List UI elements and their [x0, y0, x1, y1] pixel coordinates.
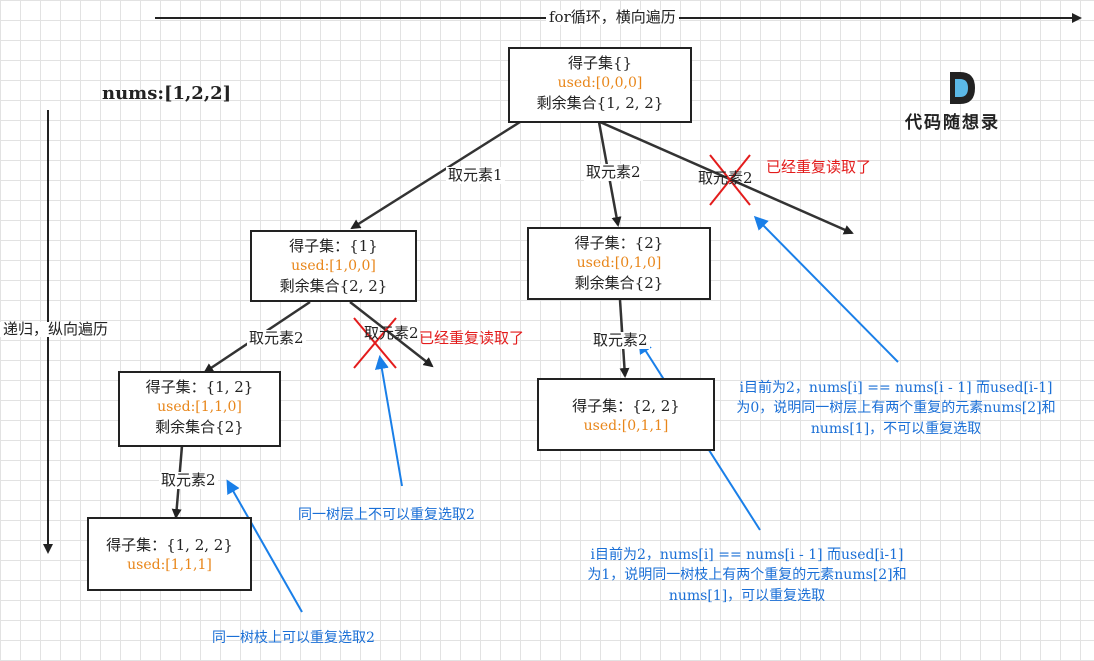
edge-label-take2-bottom: 取元素2: [159, 471, 218, 489]
node-subset-2-title: 得子集：{2}: [574, 234, 664, 252]
cross-mark-left: [353, 317, 397, 369]
edge-label-take2-dup-left: 取元素2: [364, 324, 419, 342]
node-subset-122-title: 得子集：{1, 2, 2}: [106, 536, 233, 554]
node-subset-2-remain: 剩余集合{2}: [574, 274, 664, 292]
node-subset-122-used: used:[1,1,1]: [127, 557, 212, 573]
logo-d-icon: [950, 72, 975, 104]
note-same-level: 同一树层上不可以重复选取2: [298, 507, 475, 523]
edge-label-take2-mid: 取元素2: [591, 331, 650, 349]
edge-label-take2-root: 取元素2: [584, 163, 643, 181]
vertical-axis-label: 递归，纵向遍历: [0, 322, 112, 337]
nums-label: nums:[1,2,2]: [102, 83, 232, 104]
node-subset-2-used: used:[0,1,0]: [576, 255, 662, 271]
node-subset-12: 得子集：{1, 2} used:[1,1,0] 剩余集合{2}: [118, 371, 281, 447]
logo: 代码随想录: [905, 70, 1025, 140]
node-subset-22-used: used:[0,1,1]: [583, 418, 669, 434]
note-same-branch: 同一树枝上可以重复选取2: [212, 630, 375, 646]
edge-label-take2-left: 取元素2: [247, 329, 306, 347]
note-level-explain: i目前为2，nums[i] == nums[i - 1] 而used[i-1] …: [736, 380, 1056, 437]
node-root-title: 得子集{}: [567, 54, 633, 72]
horizontal-axis-label: for循环，横向遍历: [546, 10, 679, 25]
dup-note-top: 已经重复读取了: [766, 158, 872, 176]
node-subset-2: 得子集：{2} used:[0,1,0] 剩余集合{2}: [527, 227, 711, 300]
node-subset-12-title: 得子集：{1, 2}: [145, 378, 254, 396]
node-root: 得子集{} used:[0,0,0] 剩余集合{1, 2, 2}: [508, 47, 692, 123]
node-subset-1: 得子集：{1} used:[1,0,0] 剩余集合{2, 2}: [250, 230, 417, 302]
node-subset-22-title: 得子集：{2, 2}: [572, 397, 680, 415]
blue-arrow-branch: [226, 479, 303, 613]
node-subset-1-remain: 剩余集合{2, 2}: [279, 277, 388, 295]
edge-root-to-1: [350, 120, 521, 230]
node-subset-12-used: used:[1,1,0]: [157, 399, 242, 415]
node-subset-1-used: used:[1,0,0]: [291, 258, 376, 274]
logo-mark: [947, 70, 977, 106]
node-subset-12-remain: 剩余集合{2}: [155, 418, 244, 436]
node-subset-122: 得子集：{1, 2, 2} used:[1,1,1]: [87, 517, 252, 591]
node-root-used: used:[0,0,0]: [557, 75, 643, 91]
blue-arrow-level: [374, 355, 403, 487]
node-subset-1-title: 得子集：{1}: [289, 237, 378, 255]
edge-label-take2-dup: 取元素2: [698, 169, 753, 187]
logo-text: 代码随想录: [905, 113, 1000, 133]
edge-1-to-dup: [349, 301, 434, 368]
blue-arrow-level-right: [753, 215, 899, 363]
node-root-remain: 剩余集合{1, 2, 2}: [536, 94, 664, 112]
node-subset-22: 得子集：{2, 2} used:[0,1,1]: [537, 378, 715, 451]
edge-root-to-dup: [599, 120, 854, 235]
note-branch-explain: i目前为2，nums[i] == nums[i - 1] 而used[i-1] …: [587, 547, 907, 604]
edge-label-take1: 取元素1: [446, 166, 505, 184]
cross-mark-top: [709, 154, 751, 206]
dup-note-left: 已经重复读取了: [419, 329, 525, 347]
